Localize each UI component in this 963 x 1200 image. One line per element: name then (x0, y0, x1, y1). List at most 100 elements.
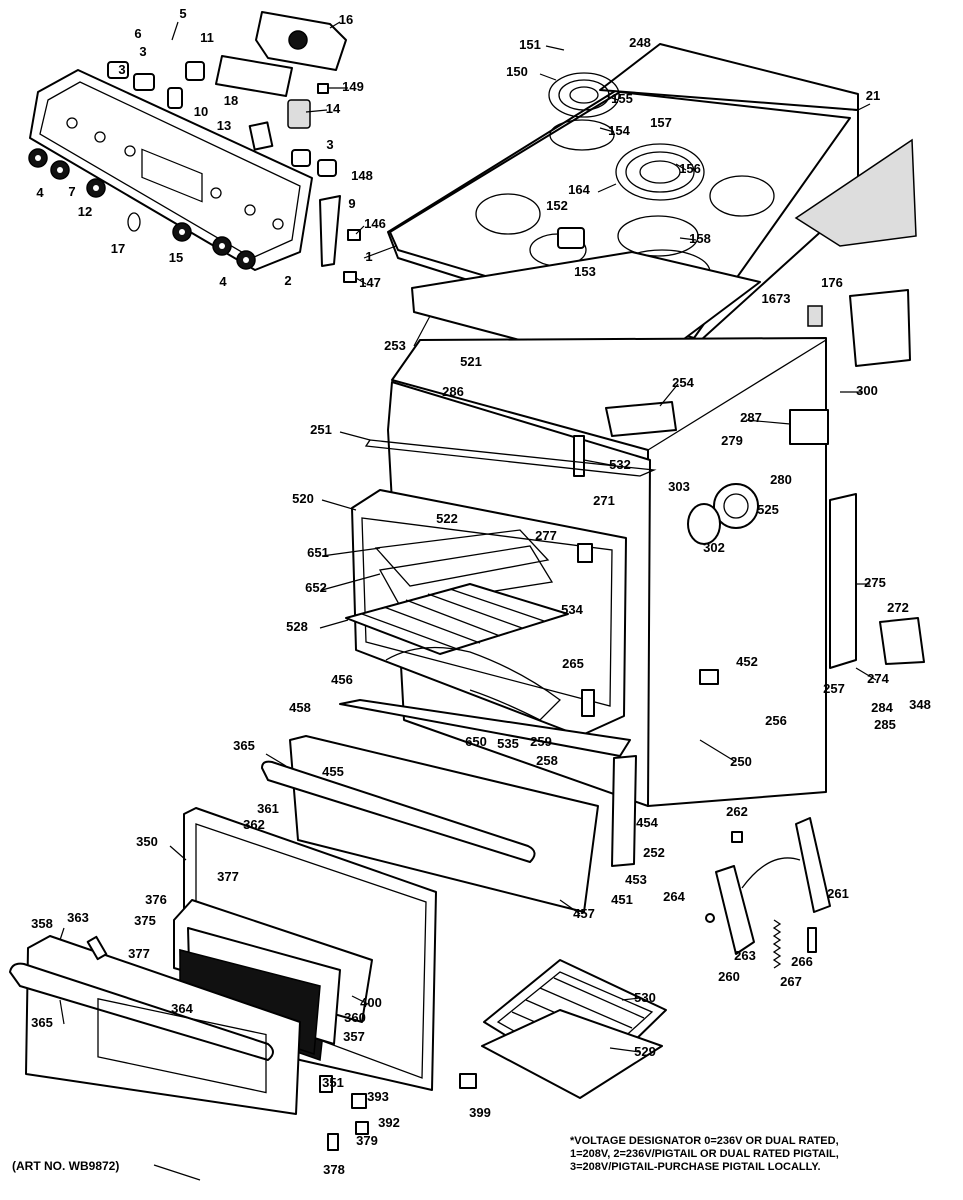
callout-16: 16 (339, 12, 353, 27)
oven-racks-and-elements (345, 529, 595, 721)
callout-261: 261 (827, 886, 849, 901)
callout-274: 274 (867, 671, 889, 686)
callout-358: 358 (31, 916, 53, 931)
callout-287: 287 (740, 410, 762, 425)
callout-286: 286 (442, 384, 464, 399)
callout-399: 399 (469, 1105, 491, 1120)
callout-148: 148 (351, 168, 373, 183)
callout-365: 365 (31, 1015, 53, 1030)
callout-279: 279 (721, 433, 743, 448)
voltage-designator-note: *VOLTAGE DESIGNATOR 0=236V OR DUAL RATED… (570, 1135, 839, 1173)
callout-365: 365 (233, 738, 255, 753)
callout-158: 158 (689, 231, 711, 246)
callout-3: 3 (326, 137, 333, 152)
callout-260: 260 (718, 969, 740, 984)
callout-176: 176 (821, 275, 843, 290)
callout-250: 250 (730, 754, 752, 769)
callout-393: 393 (367, 1089, 389, 1104)
callout-18: 18 (224, 93, 238, 108)
callout-535: 535 (497, 736, 519, 751)
callout-532: 532 (609, 457, 631, 472)
callout-400: 400 (360, 995, 382, 1010)
callout-452: 452 (736, 654, 758, 669)
broiler-pan (481, 959, 667, 1099)
callout-251: 251 (310, 422, 332, 437)
callout-277: 277 (535, 528, 557, 543)
callout-456: 456 (331, 672, 353, 687)
callout-3: 3 (118, 62, 125, 77)
callout-377: 377 (128, 946, 150, 961)
broiler-drawer (261, 699, 637, 913)
callout-4: 4 (219, 274, 227, 289)
callout-280: 280 (770, 472, 792, 487)
callout-12: 12 (78, 204, 92, 219)
callout-263: 263 (734, 948, 756, 963)
callout-164: 164 (568, 182, 590, 197)
callout-9: 9 (348, 196, 355, 211)
callout-453: 453 (625, 872, 647, 887)
callout-153: 153 (574, 264, 596, 279)
callout-520: 520 (292, 491, 314, 506)
callout-15: 15 (169, 250, 183, 265)
callout-451: 451 (611, 892, 633, 907)
control-panel (29, 69, 313, 271)
callout-11: 11 (200, 30, 214, 45)
callout-529: 529 (634, 1044, 656, 1059)
callout-285: 285 (874, 717, 896, 732)
callout-3: 3 (139, 44, 146, 59)
callout-528: 528 (286, 619, 308, 634)
callout-253: 253 (384, 338, 406, 353)
callout-348: 348 (909, 697, 931, 712)
callout-455: 455 (322, 764, 344, 779)
callout-266: 266 (791, 954, 813, 969)
art-number-label: (ART NO. WB9872) (12, 1159, 120, 1173)
callout-534: 534 (561, 602, 583, 617)
callout-271: 271 (593, 493, 615, 508)
callout-151: 151 (519, 37, 541, 52)
callout-522: 522 (436, 511, 458, 526)
door-front-panel (9, 935, 301, 1115)
door-hinges-small-parts (319, 1073, 477, 1151)
callout-525: 525 (757, 502, 779, 517)
callout-521: 521 (460, 354, 482, 369)
callout-14: 14 (326, 101, 341, 116)
callout-1: 1 (365, 249, 372, 264)
callout-651: 651 (307, 545, 329, 560)
callout-258: 258 (536, 753, 558, 768)
callout-10: 10 (194, 104, 208, 119)
callout-262: 262 (726, 804, 748, 819)
callout-379: 379 (356, 1133, 378, 1148)
callout-259: 259 (530, 734, 552, 749)
callout-457: 457 (573, 906, 595, 921)
callout-351: 351 (322, 1075, 344, 1090)
callout-530: 530 (634, 990, 656, 1005)
callout-454: 454 (636, 815, 658, 830)
callout-650: 650 (465, 734, 487, 749)
callout-17: 17 (111, 241, 125, 256)
callout-375: 375 (134, 913, 156, 928)
callout-150: 150 (506, 64, 528, 79)
callout-272: 272 (887, 600, 909, 615)
callout-377: 377 (217, 869, 239, 884)
hinge-assembly (705, 817, 831, 969)
callout-378: 378 (323, 1162, 345, 1177)
callout-146: 146 (364, 216, 386, 231)
callout-264: 264 (663, 889, 685, 904)
callout-1673: 1673 (762, 291, 791, 306)
callout-362: 362 (243, 817, 265, 832)
callout-254: 254 (672, 375, 694, 390)
callout-302: 302 (703, 540, 725, 555)
callout-155: 155 (611, 91, 633, 106)
callout-458: 458 (289, 700, 311, 715)
callout-392: 392 (378, 1115, 400, 1130)
callout-265: 265 (562, 656, 584, 671)
callout-4: 4 (36, 185, 44, 200)
callout-21: 21 (866, 88, 880, 103)
callout-157: 157 (650, 115, 672, 130)
callout-2: 2 (284, 273, 291, 288)
callout-357: 357 (343, 1029, 365, 1044)
callout-7: 7 (68, 184, 75, 199)
callout-360: 360 (344, 1010, 366, 1025)
leader-lines (59, 21, 877, 1181)
